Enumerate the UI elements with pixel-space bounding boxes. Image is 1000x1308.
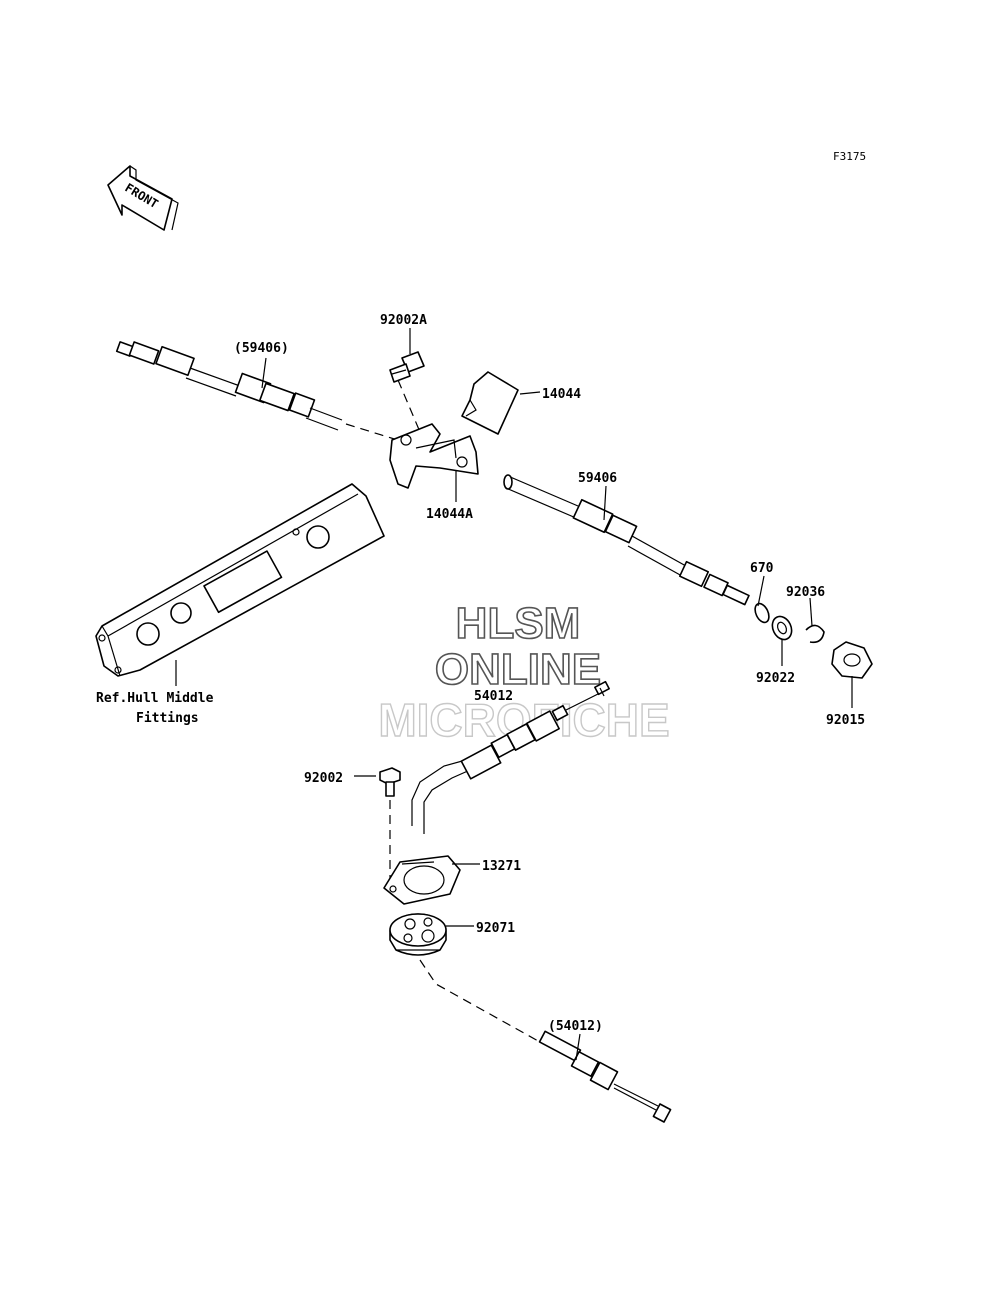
callout-54012-ref: (54012) <box>548 1019 603 1034</box>
callout-13271: 13271 <box>482 859 521 874</box>
plate-13271 <box>383 855 461 905</box>
nut-92015 <box>831 641 873 679</box>
hull-middle-fitting-panel <box>95 483 385 677</box>
leader-lines <box>175 328 853 1061</box>
callout-14044: 14044 <box>542 387 581 402</box>
callout-670: 670 <box>750 561 774 576</box>
watermark: HLSM ONLINE MICROFICHE <box>378 598 671 747</box>
figure-code: F3175 <box>833 150 866 163</box>
grommet-dash <box>419 959 541 1043</box>
callout-59406-ref: (59406) <box>234 341 289 356</box>
bracket-14044A <box>389 423 479 489</box>
callout-92036: 92036 <box>786 585 825 600</box>
reference-note-line1: Ref.Hull Middle <box>96 691 214 706</box>
callout-92002A: 92002A <box>380 313 427 328</box>
cable-54012-end <box>538 1030 672 1123</box>
washer-92022 <box>771 615 793 641</box>
o-ring-670 <box>754 602 770 624</box>
callout-92071: 92071 <box>476 921 515 936</box>
grommet-92071 <box>389 913 447 956</box>
front-arrow-icon: FRONT <box>107 165 179 231</box>
clip-92036 <box>805 624 825 644</box>
bolt-92002A-dash <box>397 379 421 433</box>
callout-59406: 59406 <box>578 471 617 486</box>
callout-92022: 92022 <box>756 671 795 686</box>
reference-note-line2: Fittings <box>136 711 199 726</box>
callout-54012: 54012 <box>474 689 513 704</box>
cable-54012 <box>411 680 610 834</box>
bolt-92002 <box>379 767 401 797</box>
watermark-line1: HLSM <box>456 599 581 648</box>
cover-14044 <box>461 371 519 435</box>
cable-59406 <box>503 474 750 606</box>
callout-92015: 92015 <box>826 713 865 728</box>
upper-cable-left <box>115 341 343 431</box>
callout-14044A: 14044A <box>426 507 473 522</box>
callout-92002: 92002 <box>304 771 343 786</box>
watermark-line2: ONLINE <box>435 645 601 694</box>
bolt-92002A <box>389 351 425 383</box>
